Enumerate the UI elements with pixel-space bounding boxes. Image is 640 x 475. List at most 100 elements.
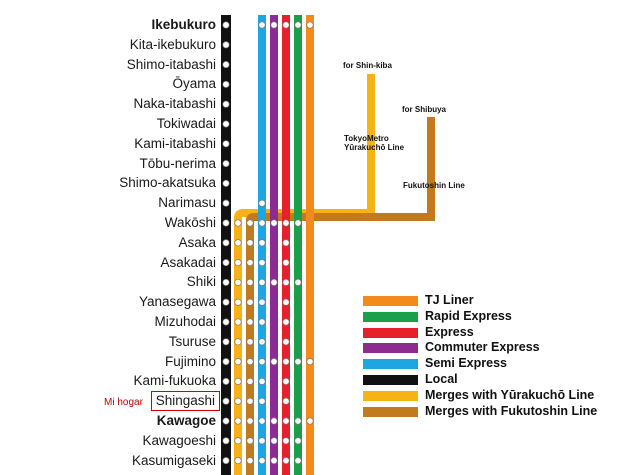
local-stop-dot [222, 80, 230, 88]
local-stop-dot [222, 358, 230, 366]
express-stop-dot [282, 21, 290, 29]
legend-label: Rapid Express [425, 308, 512, 323]
station-narimasu: Narimasu [158, 195, 216, 211]
fukutoshin-stop-dot [246, 417, 254, 425]
express-stop-dot [282, 259, 290, 267]
local-stop-dot [222, 457, 230, 465]
express-stop-dot [282, 437, 290, 445]
yurakucho-line-label-2: Yūrakuchō Line [344, 143, 405, 152]
commuter-express-stop-dot [270, 219, 278, 227]
legend-swatch [363, 406, 418, 417]
station-kawagoe: Kawagoe [156, 413, 216, 428]
fukutoshin-stop-dot [246, 278, 254, 286]
semi-express-stop-dot [258, 397, 266, 405]
local-stop-dot [222, 417, 230, 425]
commuter-express-stop-dot [270, 21, 278, 29]
legend-swatch [363, 343, 418, 354]
semi-express-stop-dot [258, 358, 266, 366]
express-stop-dot [282, 239, 290, 247]
shinkiba-label: for Shin-kiba [343, 61, 392, 70]
commuter-express-stop-dot [270, 437, 278, 445]
rapid-express-stop-dot [294, 457, 302, 465]
express-stop-dot [282, 298, 290, 306]
local-stop-dot [222, 100, 230, 108]
station-kami-itabashi: Kami-itabashi [134, 135, 216, 151]
local-stop-dot [222, 160, 230, 168]
local-stop-dot [222, 318, 230, 326]
fukutoshin-stop-dot [246, 457, 254, 465]
semi-express-stop-dot [258, 219, 266, 227]
local-stop-dot [222, 61, 230, 69]
yurakucho-stop-dot [234, 338, 242, 346]
yurakucho-stop-dot [234, 298, 242, 306]
yurakucho-stop-dot [234, 377, 242, 385]
legend-swatch [363, 390, 418, 401]
legend-label: Merges with Fukutoshin Line [425, 403, 598, 418]
legend-swatch [363, 296, 418, 306]
legend-swatch [363, 374, 418, 385]
express-stop-dot [282, 278, 290, 286]
station-shiki: Shiki [186, 274, 216, 290]
station-asakadai: Asakadai [160, 254, 216, 270]
local-stop-dot [222, 239, 230, 247]
semi-express-stop-dot [258, 417, 266, 425]
local-stop-dot [222, 397, 230, 405]
legend-label: Commuter Express [425, 340, 540, 355]
express-stop-dot [282, 417, 290, 425]
rapid-express-stop-dot [294, 358, 302, 366]
station-asaka: Asaka [178, 234, 216, 250]
fukutoshin-stop-dot [246, 377, 254, 385]
semi-express-stop-dot [258, 278, 266, 286]
legend-label: Semi Express [425, 356, 507, 371]
fukutoshin-stop-dot [246, 397, 254, 405]
local-stop-dot [222, 377, 230, 385]
yurakucho-stop-dot [234, 457, 242, 465]
station-tokiwadai: Tokiwadai [156, 116, 216, 131]
local-stop-dot [222, 219, 230, 227]
legend-label: Local [425, 371, 458, 386]
commuter-express-stop-dot [270, 417, 278, 425]
local-stop-dot [222, 298, 230, 306]
fukutoshin-stop-dot [246, 239, 254, 247]
semi-express-stop-dot [258, 298, 266, 306]
station-naka-itabashi: Naka-itabashi [133, 96, 216, 112]
local-stop-dot [222, 199, 230, 207]
yurakucho-stop-dot [234, 318, 242, 326]
commuter-express-stop-dot [270, 278, 278, 286]
station-tobu-nerima: Tōbu-nerima [139, 155, 216, 171]
semi-express-stop-dot [258, 457, 266, 465]
legend-swatch [363, 327, 418, 338]
home-label: Mi hogar [104, 397, 143, 408]
semi-express-stop-dot [258, 318, 266, 326]
yurakucho-stop-dot [234, 239, 242, 247]
commuter-express-stop-dot [270, 358, 278, 366]
tj-liner-stop-dot [306, 358, 314, 366]
fukutoshin-line-label: Fukutoshin Line [403, 181, 465, 190]
station-kawagoeshi: Kawagoeshi [142, 432, 216, 448]
semi-express-stop-dot [258, 259, 266, 267]
express-stop-dot [282, 219, 290, 227]
shibuya-label: for Shibuya [402, 105, 447, 114]
yurakucho-branch-line [234, 74, 375, 224]
fukutoshin-stop-dot [246, 298, 254, 306]
express-stop-dot [282, 318, 290, 326]
local-stop-dot [222, 120, 230, 128]
fukutoshin-stop-dot [246, 338, 254, 346]
local-stop-dot [222, 437, 230, 445]
fukutoshin-stop-dot [246, 259, 254, 267]
station-shingashi: Shingashi [150, 390, 220, 411]
semi-express-stop-dot [258, 377, 266, 385]
local-stop-dot [222, 338, 230, 346]
yurakucho-stop-dot [234, 278, 242, 286]
fukutoshin-stop-dot [246, 219, 254, 227]
local-stop-dot [222, 21, 230, 29]
local-stop-dot [222, 278, 230, 286]
station-tsuruse: Tsuruse [168, 333, 216, 349]
fukutoshin-stop-dot [246, 318, 254, 326]
rapid-express-stop-dot [294, 417, 302, 425]
station-oyama: Ōyama [172, 76, 216, 92]
yurakucho-stop-dot [234, 397, 242, 405]
rapid-express-stop-dot [294, 437, 302, 445]
yurakucho-stop-dot [234, 358, 242, 366]
semi-express-stop-dot [258, 338, 266, 346]
